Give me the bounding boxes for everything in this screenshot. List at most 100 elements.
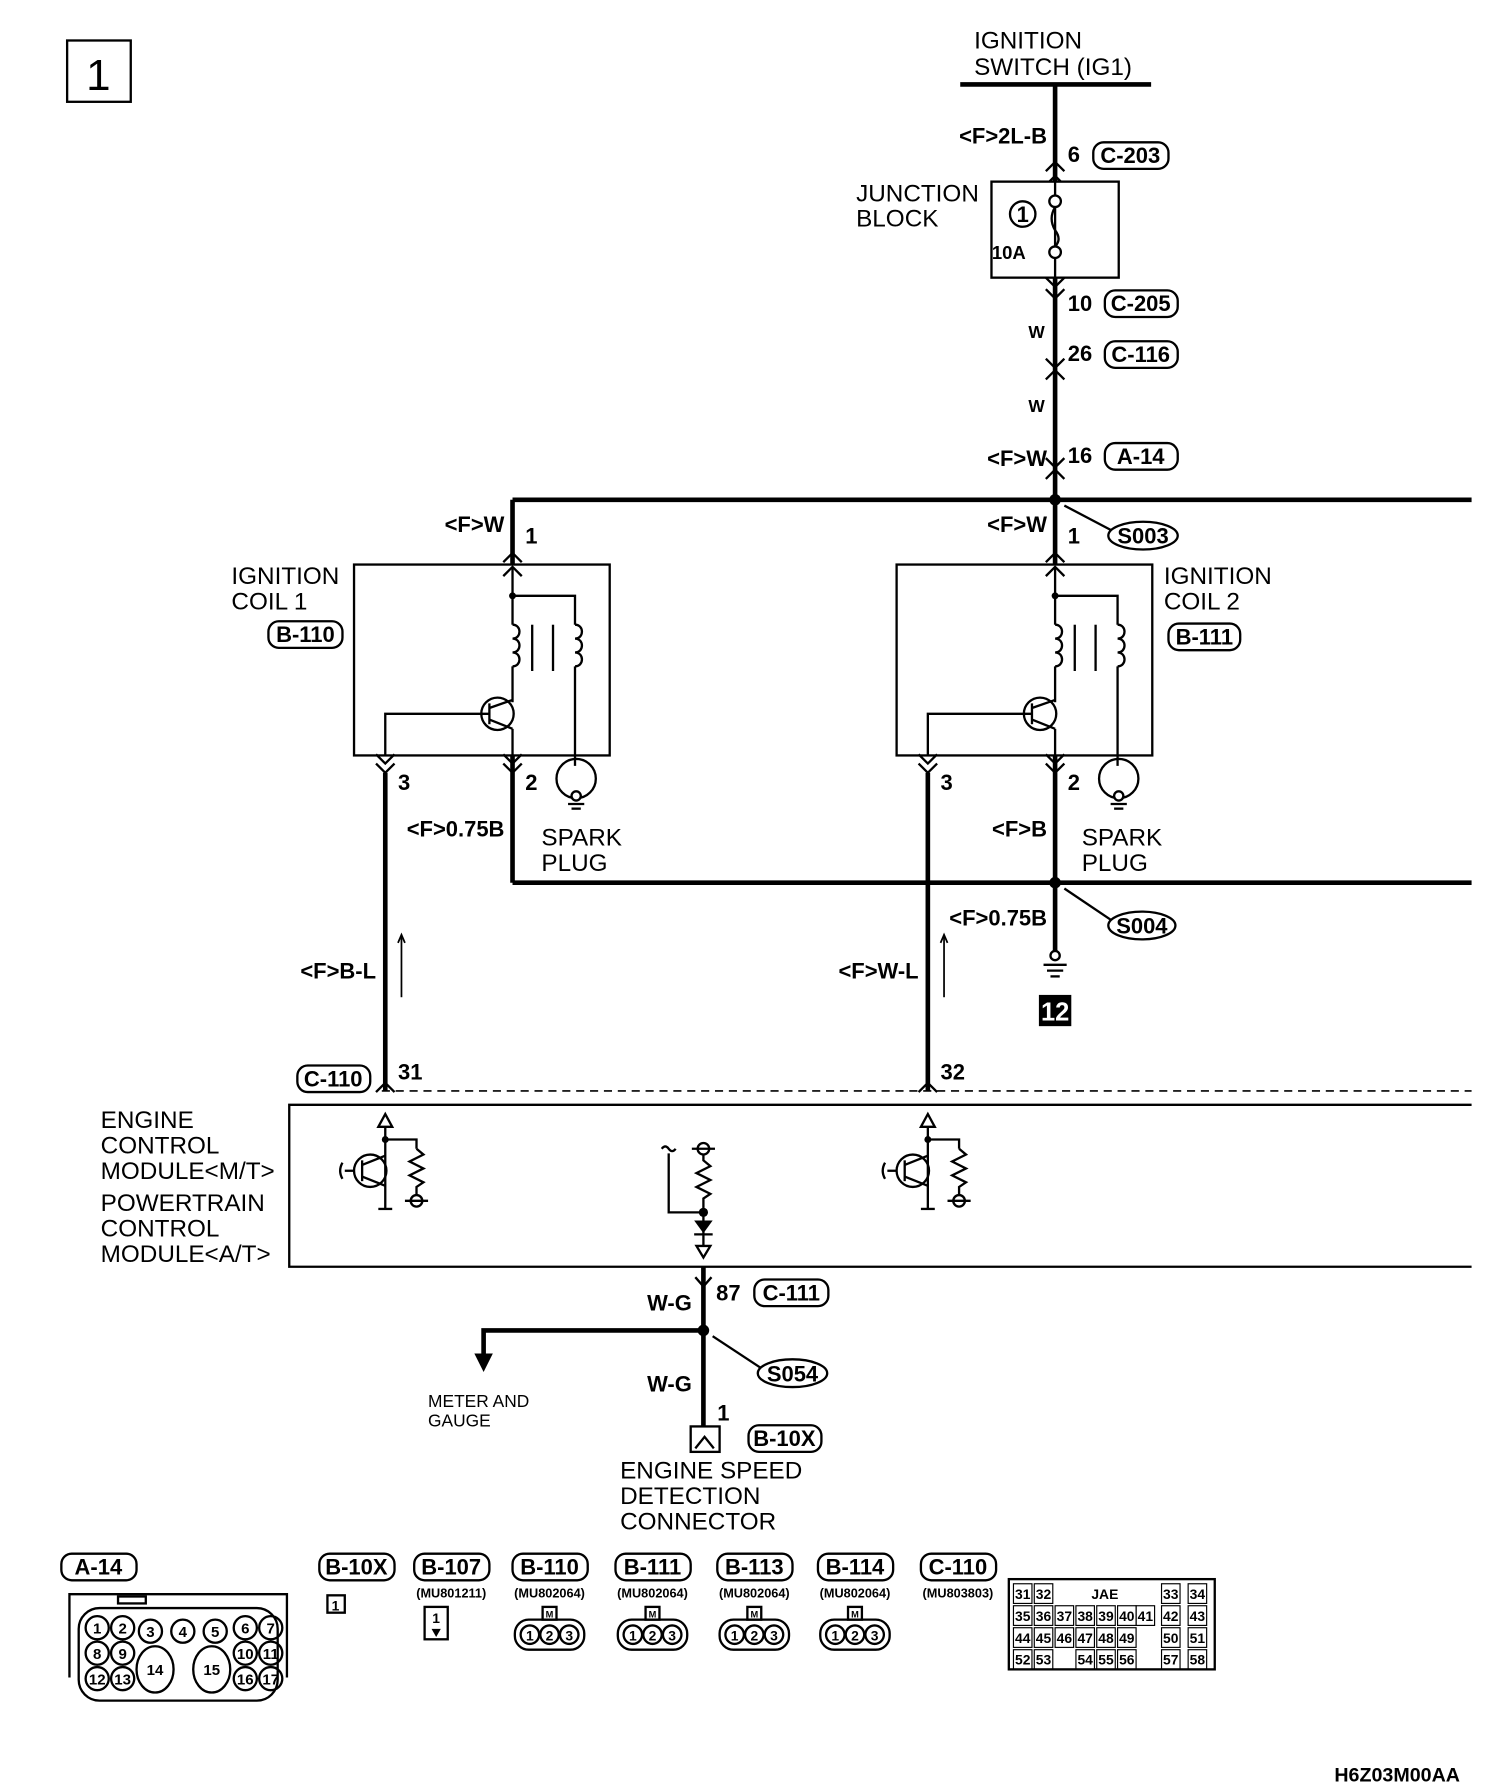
svg-text:43: 43 — [1190, 1608, 1206, 1624]
svg-text:S003: S003 — [1117, 524, 1168, 549]
diagram-number-box — [65, 39, 132, 103]
arrow-down-icon — [474, 1353, 493, 1373]
legend-connector-b-110: B-110(MU802064) — [511, 1552, 589, 1601]
ecm-driver-transistor-1 — [338, 1111, 429, 1211]
svg-text:4: 4 — [179, 1624, 188, 1641]
signal-arrow-icon-2 — [939, 932, 949, 998]
svg-text:2: 2 — [118, 1621, 126, 1638]
speed-connector-label-2: DETECTION — [620, 1483, 760, 1510]
svg-text:53: 53 — [1036, 1652, 1052, 1668]
svg-text:S004: S004 — [1116, 914, 1168, 939]
fuse-number: 1 — [1017, 202, 1029, 227]
svg-text:11: 11 — [263, 1646, 279, 1663]
wire-label-coil1-ground: <F>0.75B — [407, 816, 505, 841]
coil2-label-1: IGNITION — [1164, 563, 1272, 590]
fuse-rating: 10A — [992, 242, 1026, 263]
ecm-pin-32: 32 — [941, 1059, 965, 1084]
svg-text:C-116: C-116 — [1111, 342, 1170, 367]
spark-plug1-label-2: PLUG — [541, 850, 607, 877]
wire-label-fw-coil2: <F>W — [987, 512, 1047, 537]
svg-text:M: M — [750, 1609, 758, 1619]
svg-text:2: 2 — [649, 1627, 657, 1643]
fuse-icon — [1050, 206, 1060, 248]
ignition-coil-2-symbol — [897, 553, 1153, 809]
pin-6: 6 — [1068, 142, 1080, 167]
svg-text:44: 44 — [1015, 1630, 1031, 1646]
ground-number: 12 — [1041, 998, 1069, 1026]
svg-text:58: 58 — [1190, 1652, 1206, 1668]
svg-text:39: 39 — [1098, 1608, 1114, 1624]
legend-connector-b-113: B-113(MU802064) — [716, 1552, 794, 1601]
svg-text:42: 42 — [1163, 1608, 1179, 1624]
badge-a-14: A-14 — [1103, 441, 1179, 471]
svg-text:36: 36 — [1036, 1608, 1052, 1624]
legend-connector-b-114: B-114(MU802064) — [816, 1552, 895, 1601]
svg-text:CONTROL: CONTROL — [101, 1132, 220, 1159]
svg-text:2: 2 — [546, 1627, 554, 1643]
ignition-switch-label-1: IGNITION — [974, 28, 1082, 55]
wire-label-2l-b: <F>2L-B — [959, 123, 1047, 148]
svg-text:37: 37 — [1057, 1608, 1073, 1624]
badge-c-116: C-116 — [1103, 340, 1179, 370]
spark-plug1-label-1: SPARK — [541, 825, 622, 852]
svg-text:10: 10 — [237, 1646, 254, 1663]
legend-connector-a-14: A-14 — [60, 1552, 138, 1582]
speed-connector-label-1: ENGINE SPEED — [620, 1457, 802, 1484]
fuse-terminal-top — [1048, 194, 1063, 209]
svg-text:3: 3 — [668, 1627, 676, 1643]
legend-connector-b-107: B-107(MU801211) — [413, 1552, 491, 1601]
svg-text:34: 34 — [1190, 1586, 1206, 1602]
coil2-pin-3: 3 — [941, 770, 953, 795]
svg-text:C-203: C-203 — [1100, 143, 1160, 168]
svg-text:17: 17 — [262, 1671, 279, 1688]
svg-text:16: 16 — [237, 1671, 254, 1688]
svg-text:47: 47 — [1077, 1630, 1093, 1646]
svg-text:1: 1 — [526, 1627, 534, 1643]
svg-text:38: 38 — [1077, 1608, 1093, 1624]
svg-text:35: 35 — [1015, 1608, 1031, 1624]
ecm-speed-output-circuit — [660, 1141, 715, 1260]
wire-label-coil2-ground: <F>B — [992, 816, 1047, 841]
meter-label-2: GAUGE — [428, 1410, 491, 1430]
svg-text:9: 9 — [118, 1646, 126, 1663]
badge-c-110: C-110 — [296, 1064, 372, 1094]
pin-16: 16 — [1068, 443, 1092, 468]
svg-text:POWERTRAIN: POWERTRAIN — [101, 1190, 265, 1217]
ecm-label: ENGINE CONTROL MODULE<M/T> POWERTRAIN CO… — [101, 1107, 275, 1268]
svg-text:48: 48 — [1098, 1630, 1114, 1646]
b-10x-pin-diagram: 1 — [326, 1594, 346, 1614]
svg-text:1: 1 — [629, 1627, 637, 1643]
wire-label-w-g-1: W-G — [647, 1291, 692, 1316]
svg-text:JAE: JAE — [1091, 1586, 1118, 1602]
svg-text:ENGINE: ENGINE — [101, 1107, 194, 1134]
svg-text:C-111: C-111 — [763, 1280, 820, 1305]
svg-text:B-113: B-113 — [725, 1555, 784, 1580]
coil2-label-2: COIL 2 — [1164, 589, 1240, 616]
diagram-number: 1 — [86, 51, 110, 100]
svg-text:M: M — [851, 1609, 859, 1619]
figure-code: H6Z03M00AA — [1334, 1765, 1460, 1787]
fuse-number-circle — [1008, 200, 1037, 228]
svg-text:15: 15 — [203, 1662, 220, 1679]
svg-text:49: 49 — [1119, 1630, 1135, 1646]
svg-text:12: 12 — [89, 1671, 106, 1688]
part-number: (MU803803) — [923, 1586, 994, 1601]
speed-connector-label-3: CONNECTOR — [620, 1508, 776, 1535]
svg-text:5: 5 — [211, 1624, 219, 1641]
svg-text:3: 3 — [770, 1627, 778, 1643]
ecm-box — [288, 1103, 1472, 1268]
svg-text:45: 45 — [1036, 1630, 1052, 1646]
svg-text:51: 51 — [1190, 1630, 1206, 1646]
svg-text:41: 41 — [1138, 1608, 1154, 1624]
svg-text:B-110: B-110 — [520, 1555, 579, 1580]
meter-label-1: METER AND — [428, 1391, 529, 1411]
svg-text:C-110: C-110 — [929, 1555, 988, 1580]
part-number: (MU802064) — [820, 1586, 891, 1601]
part-number: (MU801211) — [416, 1586, 486, 1601]
